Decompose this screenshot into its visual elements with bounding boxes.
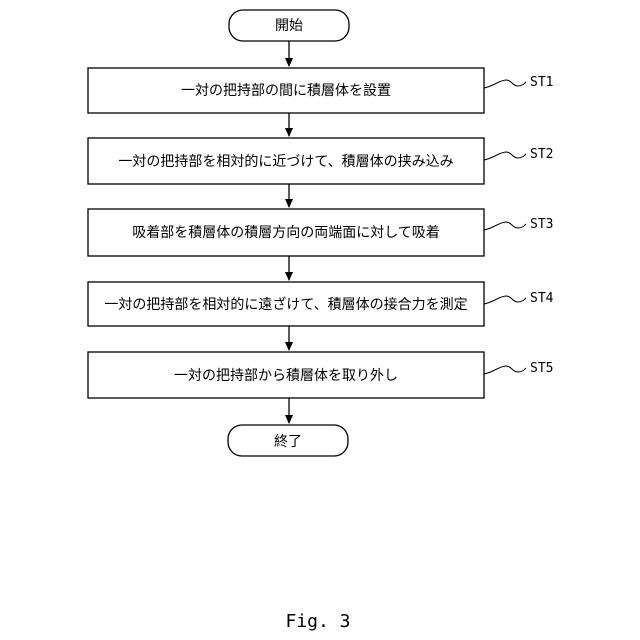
step-st4-text: 一対の把持部を相対的に遠ざけて、積層体の接合力を測定 xyxy=(104,296,467,313)
step-st4: 一対の把持部を相対的に遠ざけて、積層体の接合力を測定 ST4 xyxy=(88,282,554,326)
step-st2-text: 一対の把持部を相対的に近づけて、積層体の挟み込み xyxy=(118,154,453,170)
step-st3-leader xyxy=(484,222,526,230)
step-st4-leader xyxy=(484,296,526,304)
step-st3-label: ST3 xyxy=(530,217,553,232)
step-st5: 一対の把持部から積層体を取り外し ST5 xyxy=(88,352,553,398)
step-st2-label: ST2 xyxy=(530,147,553,162)
step-st2: 一対の把持部を相対的に近づけて、積層体の挟み込み ST2 xyxy=(88,138,553,184)
start-label: 開始 xyxy=(275,18,303,34)
step-st1-text: 一対の把持部の間に積層体を設置 xyxy=(181,83,391,99)
end-terminal: 終了 xyxy=(228,425,348,456)
step-st1-leader xyxy=(484,80,526,88)
step-st5-text: 一対の把持部から積層体を取り外し xyxy=(174,368,398,384)
step-st1-label: ST1 xyxy=(530,75,553,90)
step-st4-label: ST4 xyxy=(530,291,554,306)
step-st5-label: ST5 xyxy=(530,361,553,376)
step-st1: 一対の把持部の間に積層体を設置 ST1 xyxy=(88,68,553,113)
start-terminal: 開始 xyxy=(229,10,349,41)
step-st3: 吸着部を積層体の積層方向の両端面に対して吸着 ST3 xyxy=(88,209,553,256)
step-st2-leader xyxy=(484,152,526,160)
step-st5-leader xyxy=(484,366,526,374)
step-st3-text: 吸着部を積層体の積層方向の両端面に対して吸着 xyxy=(132,225,440,241)
end-label: 終了 xyxy=(274,434,302,450)
figure-caption: Fig. 3 xyxy=(285,611,350,632)
